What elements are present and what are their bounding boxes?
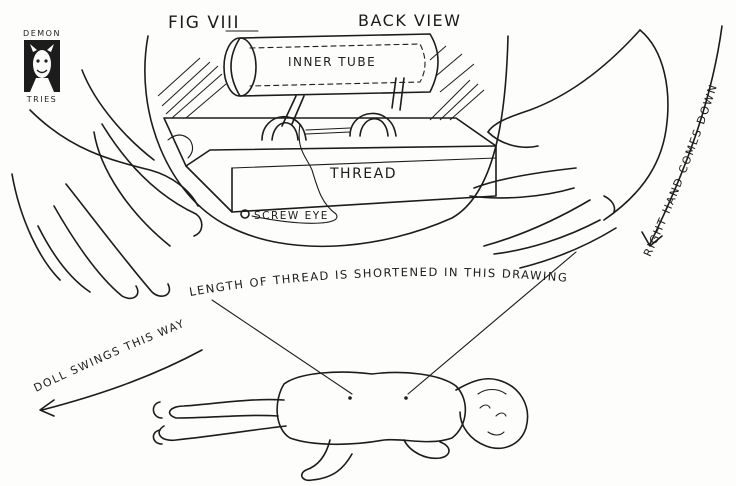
right-hand [470, 30, 668, 268]
doll-swings-label: DOLL SWINGS THIS WAY [32, 317, 187, 395]
view-label: BACK VIEW [358, 11, 461, 30]
right-hand-label: RIGHT HAND COMES DOWN [641, 82, 720, 259]
thread-label: THREAD [329, 166, 397, 182]
figure-number: FIG VIII [168, 13, 240, 33]
demon-tries-logo: DEMON TRIES [23, 29, 61, 104]
tube-straps [262, 78, 404, 140]
length-note: LENGTH OF THREAD IS SHORTENED IN THIS DR… [188, 265, 569, 299]
screw-eye-label: SCREW EYE [254, 210, 329, 222]
inner-tube: INNER TUBE [224, 34, 438, 96]
inner-tube-label: INNER TUBE [288, 55, 376, 69]
logo-bottom-text: TRIES [26, 95, 57, 104]
thread-left-long [212, 300, 352, 394]
left-hand [12, 70, 202, 298]
doll-figure [153, 372, 527, 480]
logo-top-text: DEMON [23, 29, 61, 38]
demon-face-icon [30, 44, 54, 92]
table-box [164, 118, 496, 212]
